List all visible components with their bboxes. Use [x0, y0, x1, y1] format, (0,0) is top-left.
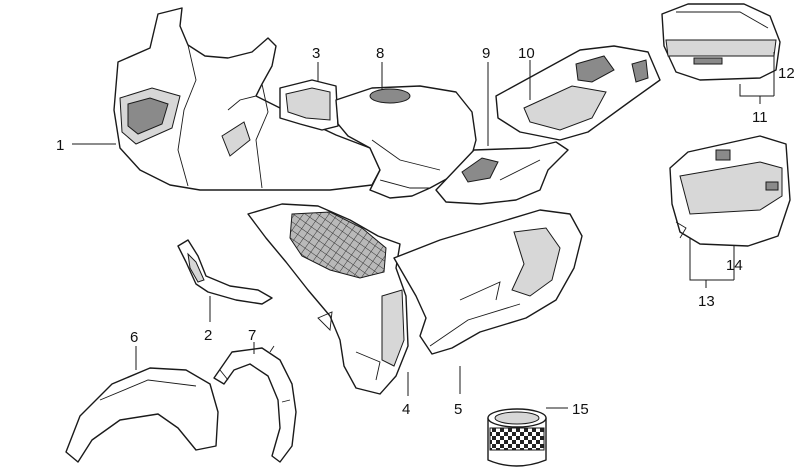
callout-14: 14 [726, 257, 743, 274]
part-3-windscreen [279, 79, 339, 131]
callout-12: 12 [778, 65, 795, 82]
part-11-top-case [661, 3, 781, 81]
callout-2: 2 [204, 327, 212, 344]
part-6-front-mudguard [65, 367, 219, 463]
callout-9: 9 [482, 45, 490, 62]
part-7-mudguard-bracket [213, 345, 297, 463]
part-5-lower-fairing [393, 209, 583, 355]
callout-6: 6 [130, 329, 138, 346]
part-2-bracket [177, 239, 273, 305]
callout-7: 7 [248, 327, 256, 344]
part-13-side-case [669, 135, 791, 247]
callouts: 1 2 3 4 5 6 7 8 9 10 11 12 13 14 15 [56, 45, 795, 418]
callout-11: 11 [752, 109, 768, 126]
callout-5: 5 [454, 401, 462, 418]
part-10-rear-cowl [495, 45, 661, 141]
part-9-seat-bracket [435, 141, 569, 205]
callout-15: 15 [572, 401, 589, 418]
callout-13: 13 [698, 293, 715, 310]
part-8-tank-fairing [335, 85, 477, 199]
callout-1: 1 [56, 137, 64, 154]
part-4-lower-side-panel [247, 203, 409, 395]
callout-4: 4 [402, 401, 410, 418]
callout-8: 8 [376, 45, 384, 62]
leader-lines [72, 52, 775, 409]
part-1-upper-fairing [113, 7, 381, 191]
callout-3: 3 [312, 45, 320, 62]
part-15-paint-can [487, 408, 547, 467]
callout-10: 10 [518, 45, 535, 62]
